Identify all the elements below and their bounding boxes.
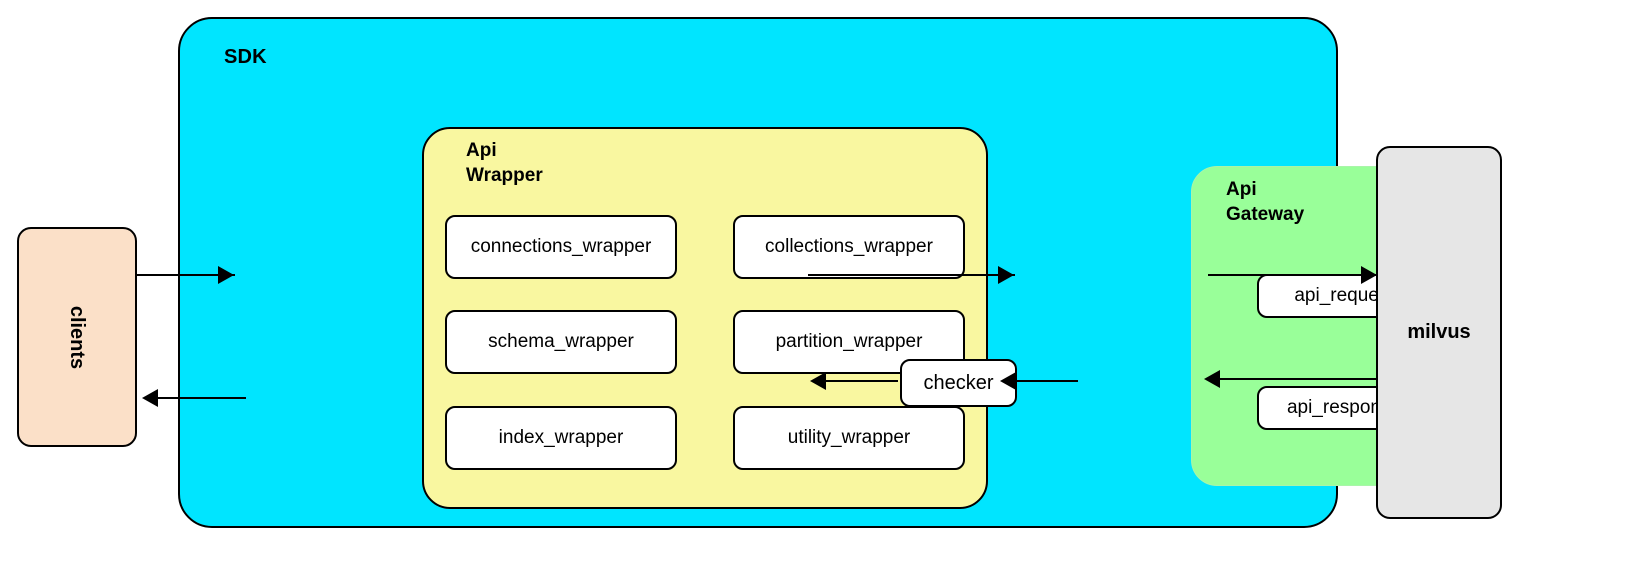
- arrowhead-api-response-to-checker-icon: [1000, 372, 1016, 390]
- edge-api-wrapper-to-clients: [158, 397, 246, 399]
- edge-clients-to-api-wrapper: [137, 274, 235, 276]
- arrowhead-clients-to-api-wrapper-icon: [218, 266, 234, 284]
- edge-api-response-to-checker: [1016, 380, 1078, 382]
- schema-wrapper-label: schema_wrapper: [488, 331, 634, 352]
- milvus-node[interactable]: milvus: [1376, 146, 1502, 519]
- partition-wrapper-box[interactable]: partition_wrapper: [733, 310, 965, 374]
- edge-milvus-to-api-response: [1218, 378, 1378, 380]
- arrowhead-checker-to-api-wrapper-icon: [810, 372, 826, 390]
- connections-wrapper-label: connections_wrapper: [470, 236, 652, 257]
- checker-node[interactable]: checker: [900, 359, 1017, 407]
- api-response-label: api_response: [1286, 397, 1402, 418]
- connections-wrapper-box[interactable]: connections_wrapper: [445, 215, 677, 279]
- index-wrapper-box[interactable]: index_wrapper: [445, 406, 677, 470]
- checker-label: checker: [923, 371, 994, 394]
- api-gateway-label: Api Gateway: [1226, 179, 1305, 226]
- api-wrapper-label: Api Wrapper: [466, 140, 543, 187]
- edge-api-wrapper-to-api-gateway: [808, 274, 1015, 276]
- sdk-container[interactable]: SDK Api Wrapper connections_wrapper coll…: [178, 17, 1431, 528]
- edge-api-request-to-milvus: [1208, 274, 1378, 276]
- arrowhead-milvus-to-api-response-icon: [1204, 370, 1220, 388]
- schema-wrapper-box[interactable]: schema_wrapper: [445, 310, 677, 374]
- utility-wrapper-box[interactable]: utility_wrapper: [733, 406, 965, 470]
- arrowhead-api-wrapper-to-clients-icon: [142, 389, 158, 407]
- utility-wrapper-label: utility_wrapper: [787, 427, 911, 448]
- arrowhead-api-wrapper-to-api-gateway-icon: [998, 266, 1014, 284]
- clients-label: clients: [66, 305, 89, 369]
- clients-node[interactable]: clients: [17, 227, 137, 447]
- api-request-label: api_request: [1294, 285, 1394, 306]
- arrowhead-api-request-to-milvus-icon: [1361, 266, 1377, 284]
- milvus-label: milvus: [1407, 321, 1471, 343]
- sdk-label: SDK: [224, 46, 267, 68]
- partition-wrapper-label: partition_wrapper: [775, 331, 923, 352]
- collections-wrapper-label: collections_wrapper: [765, 236, 933, 257]
- index-wrapper-label: index_wrapper: [498, 427, 624, 448]
- api-wrapper-container[interactable]: Api Wrapper connections_wrapper collecti…: [422, 127, 988, 509]
- edge-checker-to-api-wrapper: [826, 380, 898, 382]
- collections-wrapper-box[interactable]: collections_wrapper: [733, 215, 965, 279]
